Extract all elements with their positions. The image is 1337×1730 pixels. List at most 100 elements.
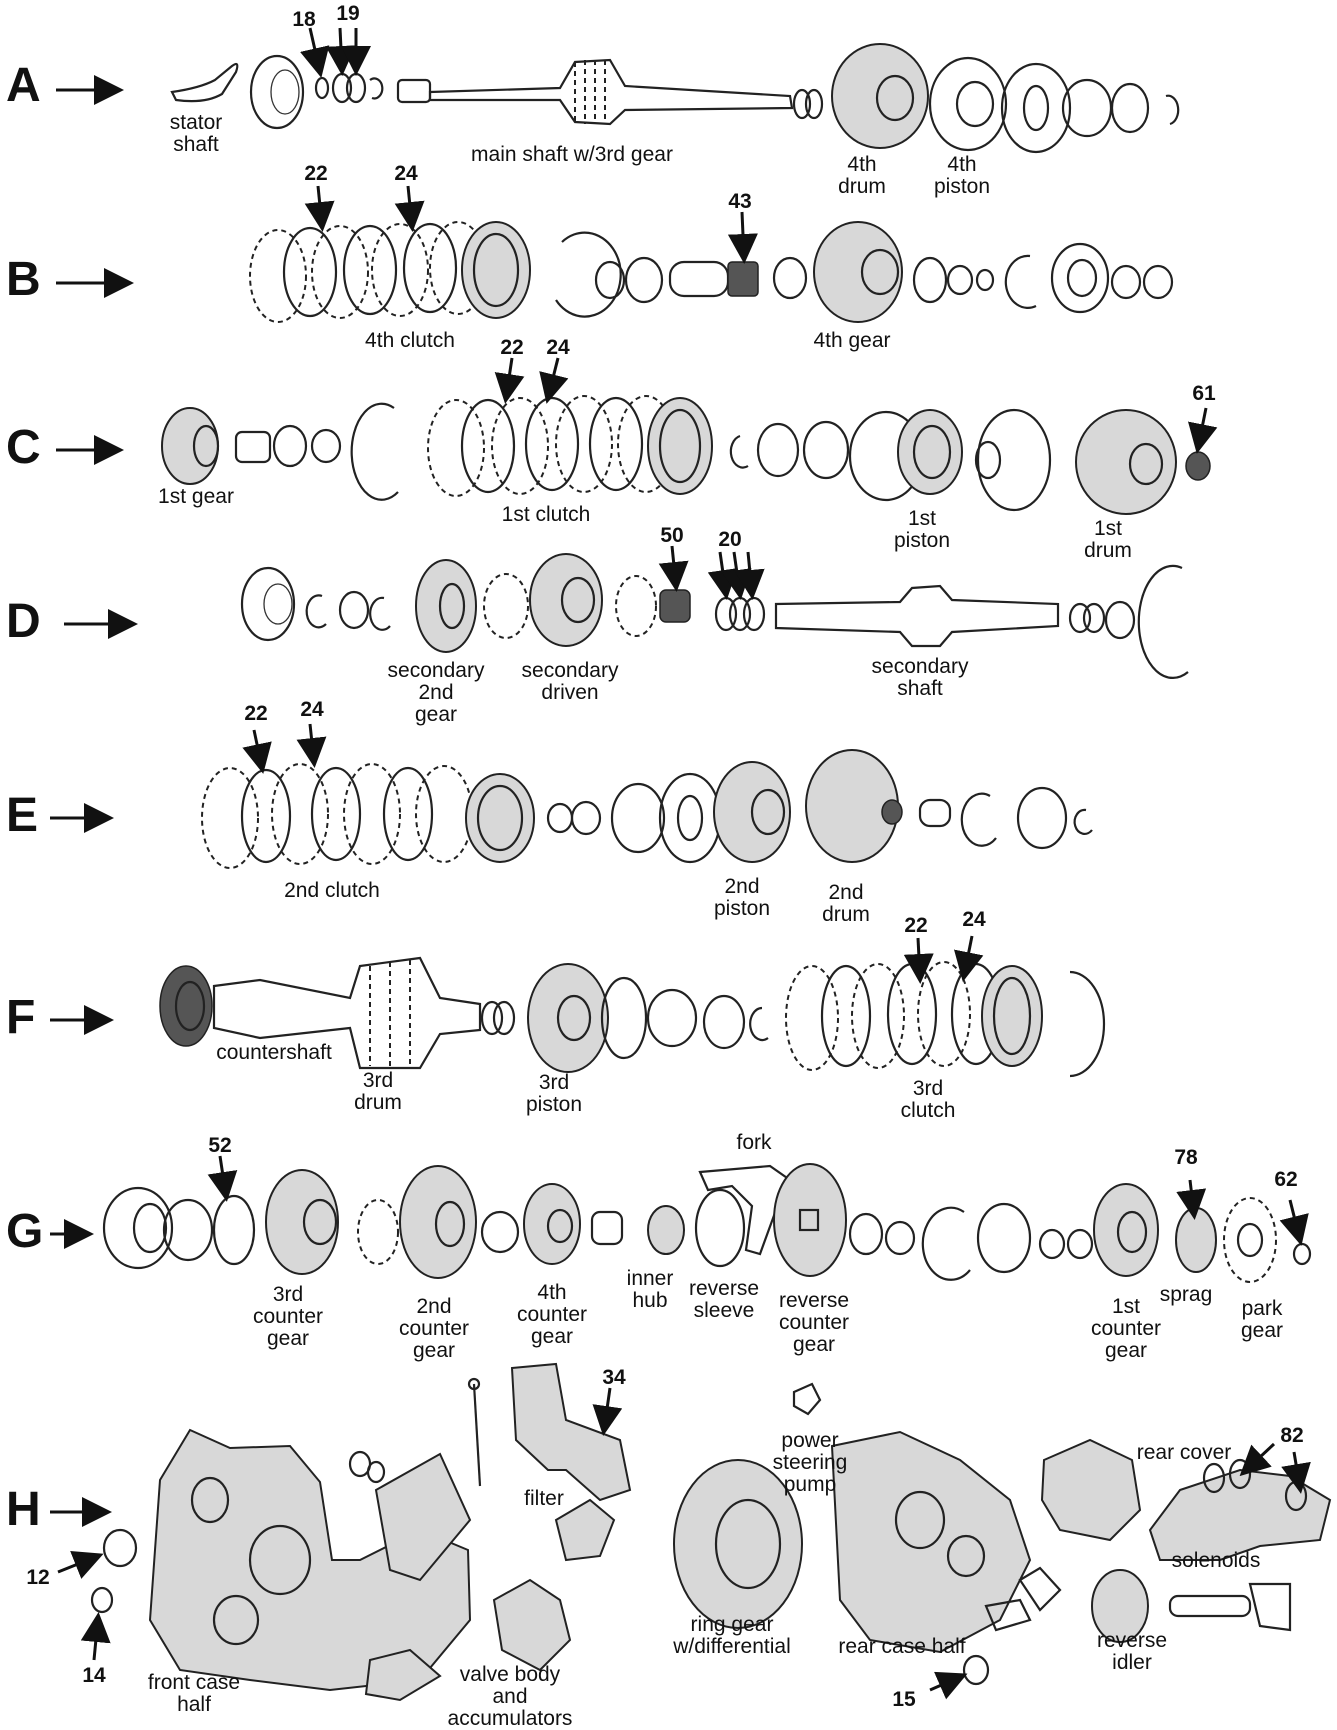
snap-ring-a bbox=[369, 77, 384, 100]
power-steering-pump-part bbox=[792, 1382, 822, 1416]
row-f-parts bbox=[159, 956, 1106, 1078]
inner-hub-part bbox=[647, 1205, 685, 1255]
label-third-piston: 3rd piston bbox=[525, 1071, 583, 1116]
seal-ring-19b bbox=[345, 72, 367, 104]
reverse-counter-gear-part bbox=[773, 1163, 847, 1277]
fourth-piston-part bbox=[928, 56, 1008, 152]
reverse-sleeve-part bbox=[694, 1188, 746, 1268]
secondary-driven-part bbox=[529, 553, 603, 647]
row-letter-c: C bbox=[6, 421, 41, 474]
row-a-parts bbox=[170, 43, 1180, 154]
callout-g-52: 52 bbox=[208, 1134, 232, 1157]
label-first-piston: 1st piston bbox=[893, 507, 951, 552]
callout-c-24: 24 bbox=[546, 336, 570, 359]
callout-b-22: 22 bbox=[304, 162, 328, 185]
label-secondary-shaft: secondary shaft bbox=[871, 655, 969, 700]
label-rear-cover: rear cover bbox=[1136, 1441, 1232, 1464]
row-h-parts bbox=[90, 1362, 1332, 1702]
reverse-idler-shaft bbox=[1168, 1594, 1252, 1618]
callout-d-50: 50 bbox=[660, 524, 684, 547]
label-filter: filter bbox=[524, 1487, 564, 1510]
callout-f-22: 22 bbox=[904, 914, 928, 937]
row-arrows bbox=[50, 75, 138, 1527]
label-solenoids: solenoids bbox=[1171, 1549, 1261, 1572]
row-b-parts bbox=[249, 221, 1174, 323]
label-reverse-idler: reverse idler bbox=[1096, 1629, 1168, 1674]
needle-bearing-a bbox=[396, 78, 432, 104]
label-ring-gear: ring gear w/differential bbox=[673, 1613, 791, 1658]
first-counter-gear-part bbox=[1093, 1183, 1159, 1277]
label-reverse-counter-gear: reverse counter gear bbox=[778, 1289, 850, 1356]
callout-h-34: 34 bbox=[602, 1366, 626, 1389]
label-power-steering-pump: power steering pump bbox=[772, 1429, 848, 1496]
label-secondary-driven: secondary driven bbox=[521, 659, 619, 704]
label-third-drum: 3rd drum bbox=[354, 1069, 402, 1114]
label-fourth-drum: 4th drum bbox=[838, 153, 886, 198]
callout-b-24: 24 bbox=[394, 162, 418, 185]
label-second-clutch: 2nd clutch bbox=[284, 879, 380, 902]
callout-c-61: 61 bbox=[1192, 382, 1216, 405]
callout-h-14: 14 bbox=[82, 1664, 106, 1687]
seal-12 bbox=[102, 1528, 138, 1568]
fourth-clutch-pressure-plate bbox=[461, 221, 531, 319]
row-letter-d: D bbox=[6, 595, 41, 648]
row-g-parts bbox=[102, 1163, 1312, 1283]
callout-h-12: 12 bbox=[26, 1566, 50, 1589]
fourth-gear-part bbox=[813, 221, 903, 323]
fourth-counter-gear-part bbox=[523, 1183, 581, 1265]
filter-part bbox=[510, 1362, 632, 1502]
countershaft-part bbox=[212, 956, 482, 1070]
row-e-parts bbox=[201, 749, 1093, 869]
row-letter-g: G bbox=[6, 1205, 44, 1258]
label-rear-case-half: rear case half bbox=[838, 1635, 966, 1658]
callout-h-15: 15 bbox=[892, 1688, 916, 1711]
label-third-counter-gear: 3rd counter gear bbox=[252, 1283, 324, 1350]
fourth-drum-part bbox=[831, 43, 929, 149]
main-shaft-part bbox=[428, 58, 794, 126]
callout-18: 18 bbox=[292, 8, 316, 31]
label-second-piston: 2nd piston bbox=[713, 875, 771, 920]
valve-body-part bbox=[374, 1452, 472, 1582]
stator-shaft-part bbox=[170, 62, 239, 103]
label-fourth-clutch: 4th clutch bbox=[365, 329, 455, 352]
solenoids-part bbox=[1148, 1468, 1332, 1561]
label-first-counter-gear: 1st counter gear bbox=[1090, 1295, 1162, 1362]
bearing-a1 bbox=[249, 54, 305, 130]
callout-g-78: 78 bbox=[1174, 1146, 1198, 1169]
secondary-shaft-part bbox=[774, 584, 1060, 648]
secondary-2nd-gear-part bbox=[415, 559, 477, 653]
label-secondary-2nd-gear: secondary 2nd gear bbox=[387, 659, 485, 726]
first-piston-part bbox=[897, 409, 963, 495]
callout-b-43: 43 bbox=[728, 190, 752, 213]
label-first-gear: 1st gear bbox=[158, 485, 234, 508]
third-counter-gear-part bbox=[265, 1169, 339, 1275]
callout-19: 19 bbox=[336, 2, 360, 25]
label-third-clutch: 3rd clutch bbox=[900, 1077, 956, 1122]
row-d-parts bbox=[240, 553, 1189, 679]
rear-case-half-part bbox=[830, 1430, 1032, 1654]
callout-f-24: 24 bbox=[962, 908, 986, 931]
row-letter-f: F bbox=[6, 991, 36, 1044]
second-counter-gear-part bbox=[399, 1165, 477, 1279]
needle-bearing-43 bbox=[727, 261, 759, 297]
label-park-gear: park gear bbox=[1240, 1297, 1284, 1342]
seal-14 bbox=[90, 1586, 114, 1614]
callout-arrows bbox=[57, 27, 1311, 1700]
callout-c-22: 22 bbox=[500, 336, 524, 359]
first-drum-part bbox=[1075, 409, 1177, 515]
dipstick-part bbox=[472, 1383, 482, 1487]
label-first-drum: 1st drum bbox=[1084, 517, 1132, 562]
label-stator-shaft: stator shaft bbox=[169, 111, 223, 156]
callout-d-20: 20 bbox=[718, 528, 742, 551]
label-countershaft: countershaft bbox=[216, 1041, 332, 1064]
callout-h-82: 82 bbox=[1280, 1424, 1304, 1447]
callout-e-24: 24 bbox=[300, 698, 324, 721]
label-second-counter-gear: 2nd counter gear bbox=[398, 1295, 470, 1362]
callout-g-62: 62 bbox=[1274, 1168, 1298, 1191]
seal-ring-18 bbox=[314, 76, 330, 100]
label-main-shaft: main shaft w/3rd gear bbox=[471, 143, 673, 166]
third-piston-part bbox=[527, 963, 609, 1073]
label-fourth-gear: 4th gear bbox=[813, 329, 891, 352]
needle-bearing-50 bbox=[659, 589, 691, 623]
